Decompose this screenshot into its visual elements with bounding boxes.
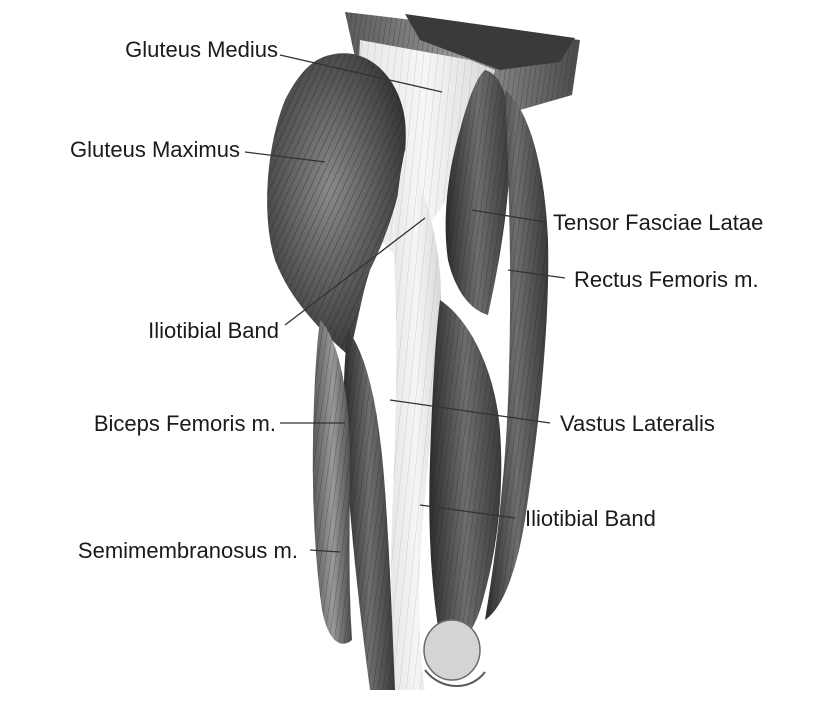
label-biceps-femoris: Biceps Femoris m. (94, 411, 276, 436)
label-vastus-lateralis: Vastus Lateralis (560, 411, 715, 436)
label-rectus-femoris: Rectus Femoris m. (574, 267, 759, 292)
label-gluteus-medius: Gluteus Medius (125, 37, 278, 62)
label-semimembranosus: Semimembranosus m. (78, 538, 298, 563)
gluteus-maximus-fibers (267, 53, 406, 355)
label-gluteus-maximus: Gluteus Maximus (70, 137, 240, 162)
thigh-illustration (267, 12, 580, 690)
label-tensor-fasciae-latae: Tensor Fasciae Latae (553, 210, 763, 235)
knee-patella (424, 620, 480, 680)
label-iliotibial-band-lower: Iliotibial Band (525, 506, 656, 531)
label-iliotibial-band-upper: Iliotibial Band (148, 318, 279, 343)
